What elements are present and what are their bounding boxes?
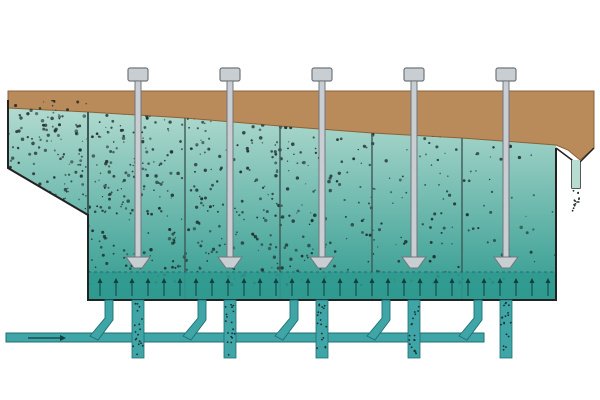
up-arrow-icon (401, 278, 407, 296)
up-arrow-icon (321, 278, 327, 296)
launder-channel (572, 160, 580, 188)
impeller-shaft (401, 67, 427, 269)
up-arrow-icon (193, 278, 199, 296)
impeller (217, 256, 243, 269)
impeller (309, 256, 335, 269)
up-arrow-icon (369, 278, 375, 296)
impeller-shaft (125, 67, 151, 269)
motor-cap (127, 67, 149, 82)
air-branch-pipe (274, 299, 299, 341)
up-arrow-icon (305, 278, 311, 296)
air-branch-pipe (89, 299, 114, 341)
tail-pipe (223, 299, 237, 359)
air-header-pipe (5, 332, 485, 343)
air-branch-pipe (182, 299, 207, 341)
up-arrow-icon (177, 278, 183, 296)
up-arrow-icon (481, 278, 487, 296)
up-arrow-icon (529, 278, 535, 296)
up-arrow-icon (241, 278, 247, 296)
shaft-rod (226, 80, 234, 258)
tail-pipe (499, 299, 513, 359)
up-arrow-icon (97, 278, 103, 296)
impeller-shafts (125, 67, 519, 269)
tail-pipe (131, 299, 145, 359)
overflow-launder (555, 147, 595, 212)
up-arrow-icon (337, 278, 343, 296)
impeller-shaft (309, 67, 335, 269)
up-arrow-icon (257, 278, 263, 296)
up-arrow-icon (433, 278, 439, 296)
impeller-shaft (217, 67, 243, 269)
up-arrow-icon (545, 278, 551, 296)
tailings-discharge (131, 299, 513, 359)
tail-pipe (407, 299, 421, 359)
up-arrow-icon (129, 278, 135, 296)
up-arrow-icon (465, 278, 471, 296)
tank-outline (7, 100, 557, 301)
up-arrow-icon (289, 278, 295, 296)
up-arrow-icon (513, 278, 519, 296)
motor-cap (311, 67, 333, 82)
air-branch-pipe (458, 299, 483, 341)
up-arrow-icon (225, 278, 231, 296)
impeller (493, 256, 519, 269)
aeration-band (88, 272, 556, 300)
up-arrow-icon (161, 278, 167, 296)
shaft-rod (318, 80, 326, 258)
pulp-body (8, 100, 556, 300)
tail-pipe (315, 299, 329, 359)
motor-cap (495, 67, 517, 82)
shaft-rod (134, 80, 142, 258)
motor-cap (403, 67, 425, 82)
shaft-rod (502, 80, 510, 258)
up-arrow-icon (497, 278, 503, 296)
aeration-zone (88, 271, 556, 300)
air-branch-pipe (366, 299, 391, 341)
up-arrow-icon (449, 278, 455, 296)
up-arrow-icon (417, 278, 423, 296)
impeller (125, 256, 151, 269)
up-arrow-icon (385, 278, 391, 296)
up-arrow-icon (145, 278, 151, 296)
motor-cap (219, 67, 241, 82)
shaft-rod (410, 80, 418, 258)
up-arrow-icon (273, 278, 279, 296)
flow-arrow-icon (28, 335, 66, 341)
air-feed-pipe (5, 299, 485, 343)
up-arrow-icon (353, 278, 359, 296)
impeller (401, 256, 427, 269)
up-arrow-icon (113, 278, 119, 296)
up-arrow-icon (209, 278, 215, 296)
impeller-shaft (493, 67, 519, 269)
